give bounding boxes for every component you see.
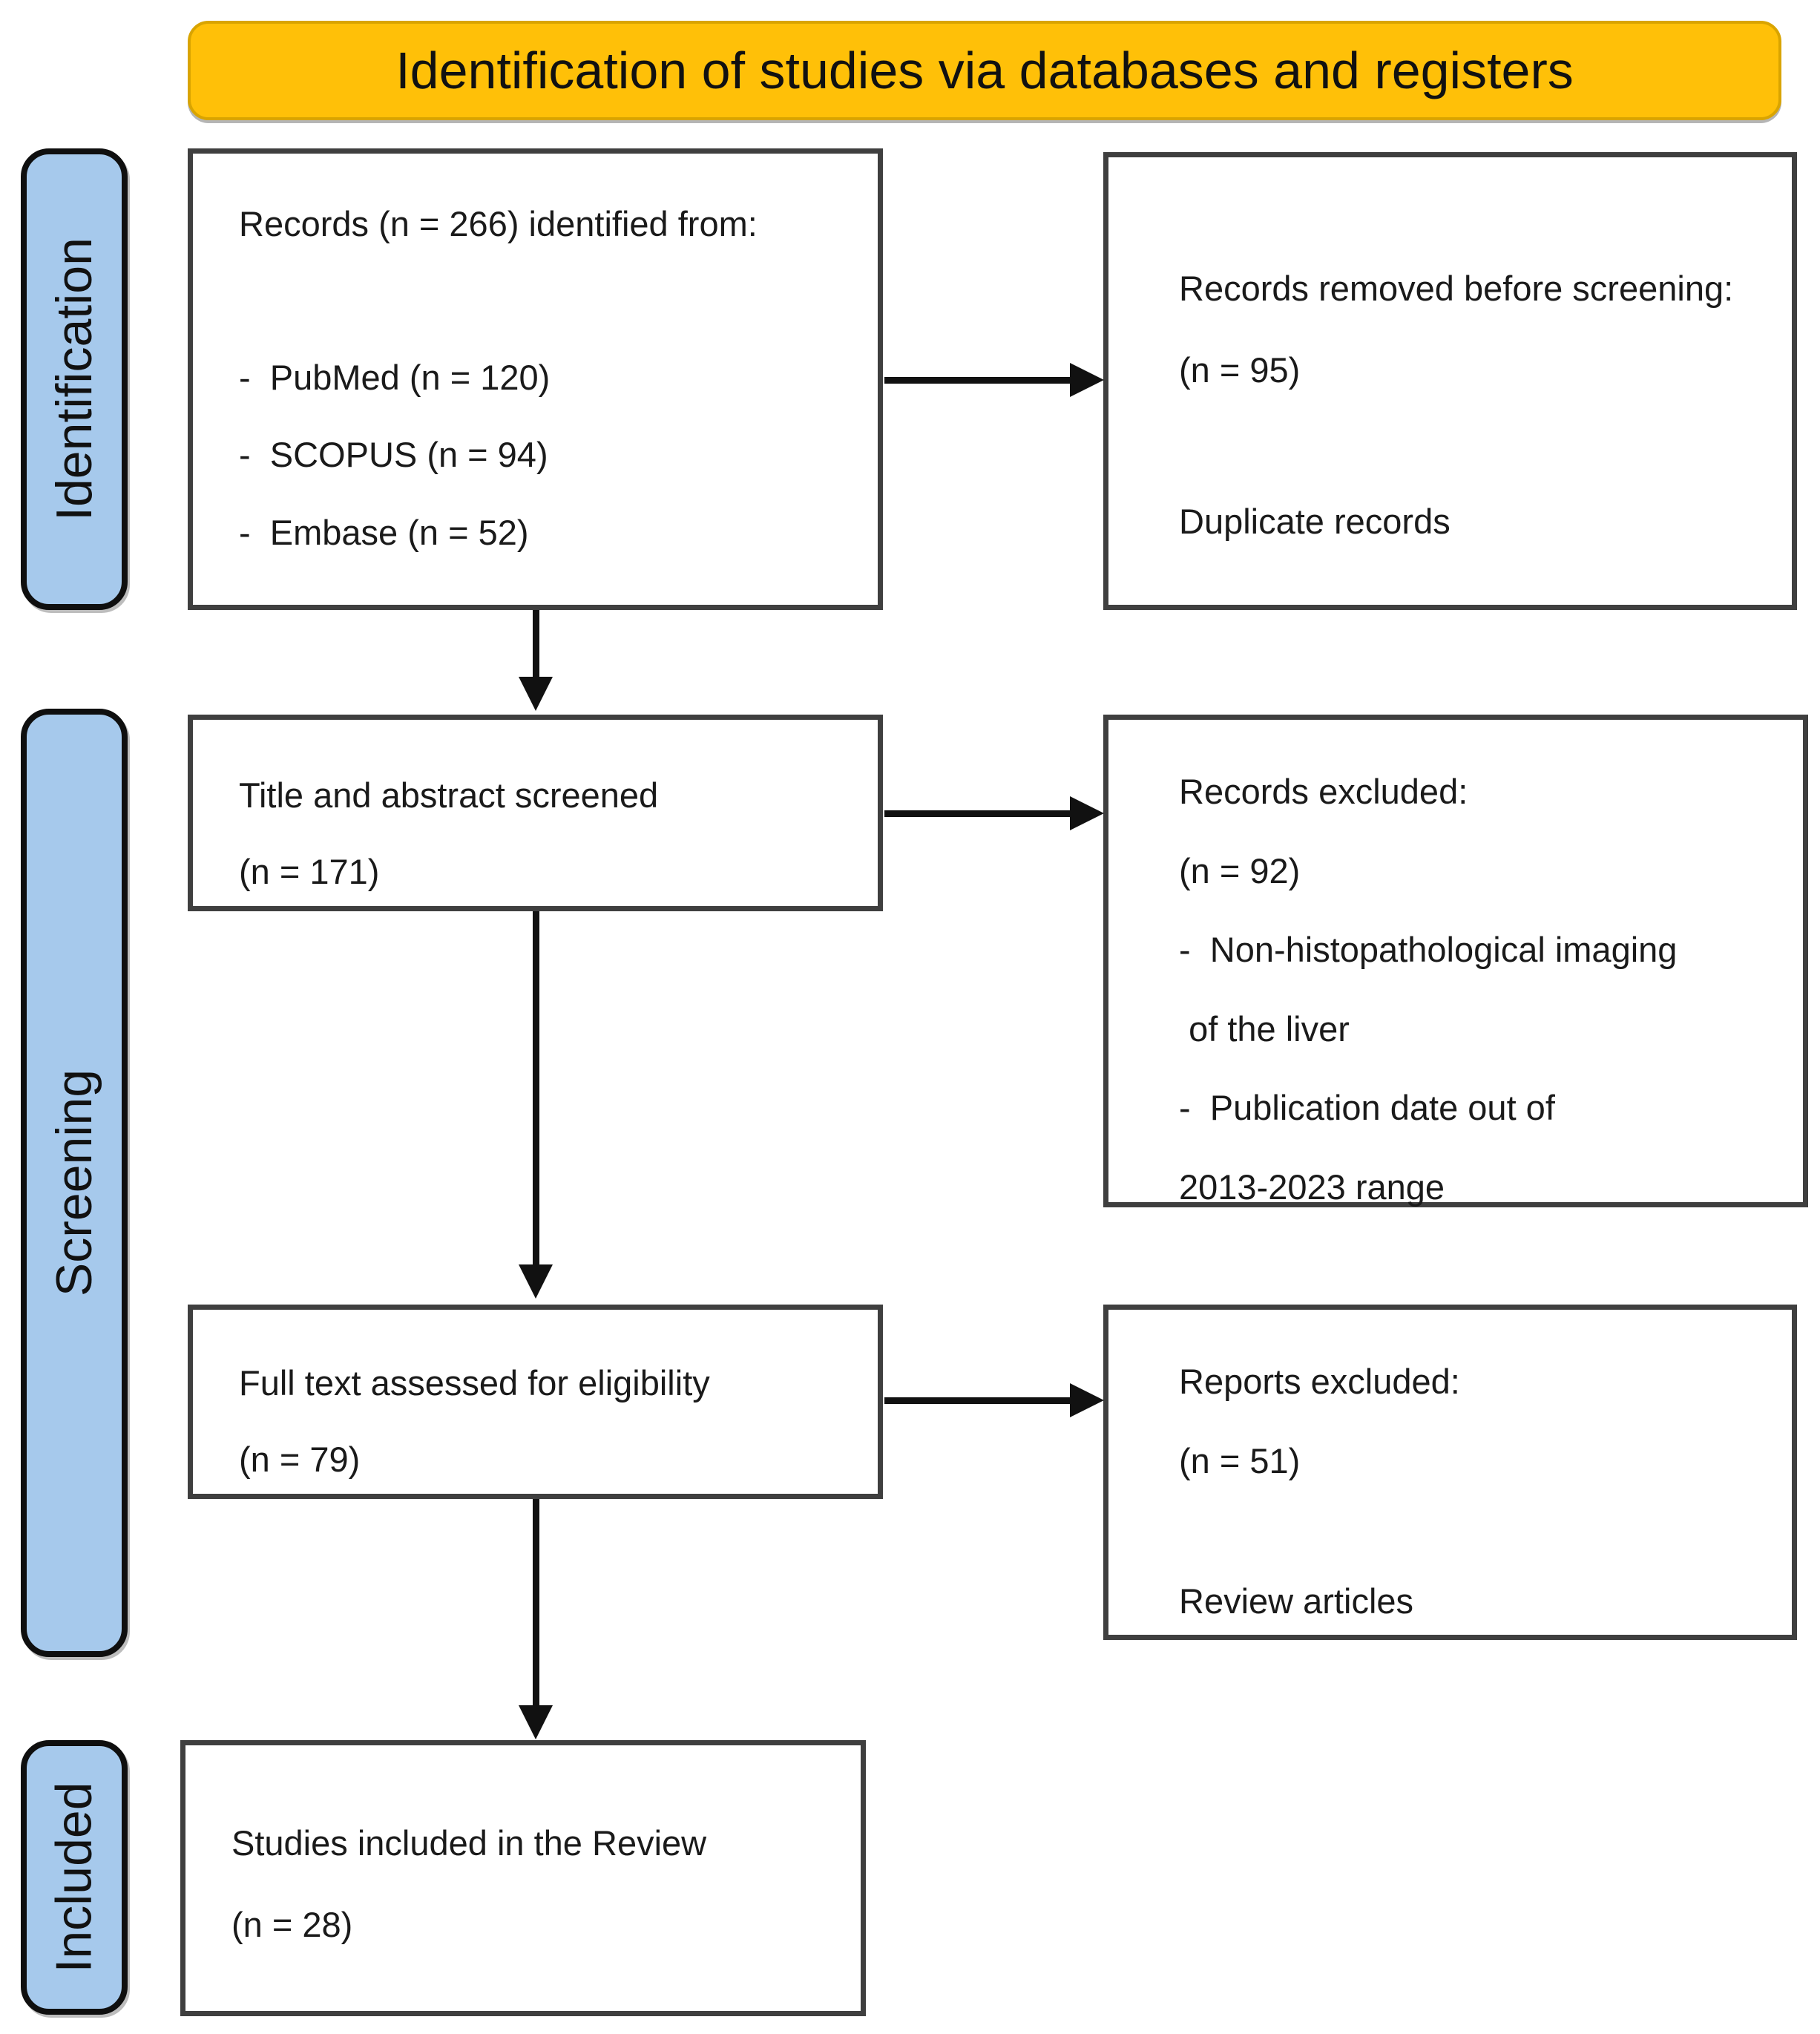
studies-included-title: Studies included in the Review bbox=[231, 1823, 707, 1863]
box-title-abstract-screened: Title and abstract screened (n = 171) bbox=[188, 715, 883, 911]
reports-excluded-title: Reports excluded: bbox=[1179, 1362, 1460, 1401]
records-excluded-count: (n = 92) bbox=[1179, 850, 1301, 890]
stage-label-screening-text: Screening bbox=[46, 1069, 103, 1297]
title-abstract-screened-title: Title and abstract screened bbox=[239, 775, 659, 815]
records-identified-title: Records (n = 266) identified from: bbox=[239, 204, 758, 243]
box-reports-excluded: Reports excluded: (n = 51) Review articl… bbox=[1103, 1305, 1797, 1640]
arrow-fulltext-to-included bbox=[519, 1499, 553, 1739]
box-records-excluded: Records excluded: (n = 92) - Non-histopa… bbox=[1103, 715, 1808, 1207]
banner-title: Identification of studies via databases … bbox=[188, 21, 1781, 120]
full-text-assessed-count: (n = 79) bbox=[239, 1439, 361, 1479]
reports-excluded-count: (n = 51) bbox=[1179, 1440, 1301, 1480]
arrow-fulltext-to-reports-excluded bbox=[884, 1383, 1104, 1417]
arrow-screened-to-fulltext bbox=[519, 911, 553, 1299]
full-text-assessed-title: Full text assessed for eligibility bbox=[239, 1363, 710, 1403]
records-removed-count: (n = 95) bbox=[1179, 350, 1301, 390]
stage-label-screening: Screening bbox=[21, 709, 128, 1657]
arrow-identified-to-removed bbox=[884, 363, 1104, 397]
stage-label-included-text: Included bbox=[46, 1782, 102, 1973]
box-records-identified: Records (n = 266) identified from: - Pub… bbox=[188, 148, 883, 610]
reports-excluded-reason: Review articles bbox=[1179, 1581, 1414, 1621]
box-studies-included: Studies included in the Review (n = 28) bbox=[180, 1740, 866, 2016]
records-identified-item-scopus: - SCOPUS (n = 94) bbox=[239, 435, 548, 475]
records-excluded-reason-line-3: - Publication date out of bbox=[1179, 1088, 1555, 1128]
records-removed-reason: Duplicate records bbox=[1179, 502, 1451, 542]
box-records-removed: Records removed before screening: (n = 9… bbox=[1103, 152, 1797, 610]
records-excluded-reason-line-2: of the liver bbox=[1179, 1008, 1350, 1049]
title-abstract-screened-count: (n = 171) bbox=[239, 851, 380, 891]
arrow-identified-to-screened bbox=[519, 610, 553, 711]
records-identified-item-embase: - Embase (n = 52) bbox=[239, 512, 529, 552]
stage-label-identification-text: Identification bbox=[46, 237, 102, 521]
stage-label-included: Included bbox=[21, 1740, 128, 2015]
banner-title-text: Identification of studies via databases … bbox=[395, 42, 1574, 99]
records-excluded-reason-line-1: - Non-histopathological imaging bbox=[1179, 930, 1678, 970]
stage-label-identification: Identification bbox=[21, 148, 128, 610]
records-excluded-reason-line-4: 2013-2023 range bbox=[1179, 1167, 1445, 1207]
records-identified-item-pubmed: - PubMed (n = 120) bbox=[239, 357, 551, 397]
box-full-text-assessed: Full text assessed for eligibility (n = … bbox=[188, 1305, 883, 1499]
studies-included-count: (n = 28) bbox=[231, 1904, 353, 1944]
records-removed-title: Records removed before screening: bbox=[1179, 269, 1734, 308]
records-excluded-title: Records excluded: bbox=[1179, 772, 1468, 811]
arrow-screened-to-excluded bbox=[884, 796, 1104, 830]
